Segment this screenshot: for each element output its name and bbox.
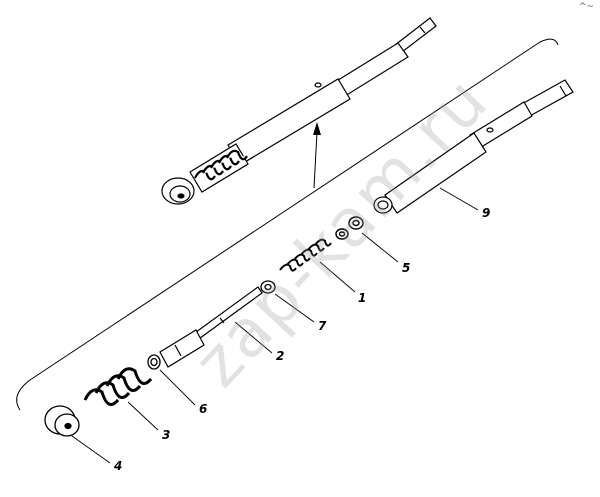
leader-3 [127, 401, 159, 431]
part-5-washers [335, 216, 364, 240]
leader-4 [71, 435, 111, 464]
part-9-shaft [373, 79, 574, 214]
leader-6 [159, 369, 196, 406]
leader-1 [319, 261, 356, 293]
leader-2 [234, 321, 273, 354]
leader-9 [439, 187, 479, 211]
label-9: 9 [482, 206, 491, 220]
assembly-arrow [313, 122, 321, 189]
label-5: 5 [402, 261, 411, 275]
part-4-cap [44, 405, 80, 437]
leader-7 [274, 293, 315, 323]
part-6-washer [147, 354, 161, 370]
label-1: 1 [358, 291, 367, 305]
label-3: 3 [162, 428, 171, 442]
part-7-washer [260, 280, 276, 294]
part-1-spring [279, 238, 332, 272]
label-7: 7 [318, 319, 327, 333]
grouping-bracket [16, 38, 559, 411]
part-2-plunger [159, 286, 263, 368]
leader-5 [361, 232, 399, 263]
label-6: 6 [199, 402, 208, 416]
label-4: 4 [114, 459, 123, 473]
leader-lines [71, 187, 479, 464]
label-2: 2 [276, 349, 285, 363]
part-3-spring [83, 367, 153, 406]
assembled-shaft-top [161, 17, 437, 205]
corner-mark: ^~ [578, 2, 594, 12]
